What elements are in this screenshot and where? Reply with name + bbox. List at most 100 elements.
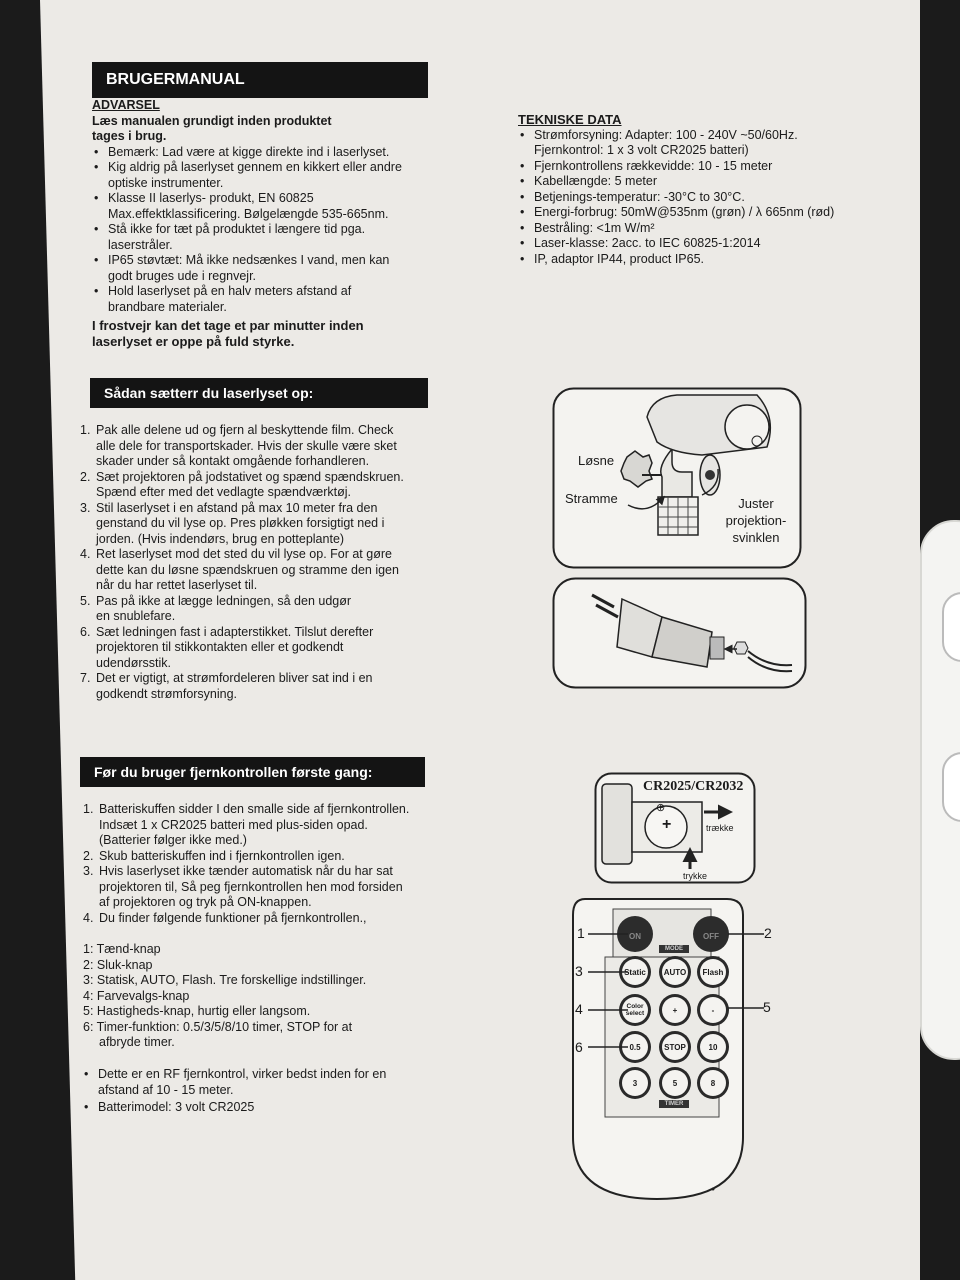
tech-item: Strømforsyning: Adapter: 100 - 240V ~50/… — [518, 128, 858, 159]
note-item: Dette er en RF fjernkontrol, virker beds… — [82, 1067, 442, 1098]
step-number: 7. — [80, 671, 91, 685]
tech-line: Kabellængde: 5 meter — [534, 174, 657, 188]
tech-item: Bestråling: <1m W/m² — [518, 221, 858, 237]
tech-line: Fjernkontrol: 1 x 3 volt CR2025 batteri) — [534, 143, 749, 157]
step-line: Sæt ledningen fast i adapterstikket. Til… — [96, 624, 374, 639]
step-line: når du har rettet laserlyset til. — [96, 578, 258, 592]
callout-number: 4 — [575, 1001, 583, 1017]
battery-circle-plus: ⊕ — [656, 802, 666, 814]
battery-plus: + — [662, 816, 672, 833]
step-line: udendørsstik. — [96, 655, 172, 670]
function-item: 3: Statisk, AUTO, Flash. Tre forskellige… — [83, 973, 367, 987]
callout-number: 5 — [763, 999, 771, 1015]
step-line: Du finder følgende funktioner på fjernko… — [99, 910, 367, 925]
remote-notes: Dette er en RF fjernkontrol, virker beds… — [82, 1067, 442, 1116]
step-number: 4. — [80, 547, 91, 561]
step-item: 3.Stil laserlyset i en afstand på max 10… — [80, 501, 440, 548]
callout-number: 1 — [577, 925, 585, 941]
note-line: afstand af 10 - 15 meter. — [98, 1082, 234, 1097]
mode-tag: MODE — [665, 946, 683, 952]
tech-heading: TEKNISKE DATA — [518, 112, 622, 127]
warning-line: optiske instrumenter. — [108, 175, 224, 190]
step-line: Batteriskuffen sidder I den smalle side … — [99, 802, 410, 816]
tech-line: Strømforsyning: Adapter: 100 - 240V ~50/… — [534, 127, 798, 142]
step-line: Ret laserlyset mod det sted du vil lyse … — [96, 547, 392, 561]
off-button: OFF — [703, 932, 719, 941]
step-item: 6. Sæt ledningen fast i adapterstikket. T… — [80, 625, 440, 672]
step-number: 6. — [80, 624, 91, 639]
remote-heading: Før du bruger fjernkontrollen første gan… — [80, 757, 425, 787]
step-number: 1. — [80, 423, 91, 437]
warning-line: Klasse II laserlys- produkt, EN 60825 — [108, 191, 314, 205]
warning-line: Kig aldrig på laserlyset gennem en kikke… — [108, 160, 402, 174]
warning-item: Bemærk: Lad være at kigge direkte ind i … — [92, 145, 422, 161]
function-item: 5: Hastigheds-knap, hurtig eller langsom… — [83, 1004, 311, 1018]
setup-heading: Sådan sætterr du laserlyset op: — [90, 378, 428, 408]
remote-button-label: Static — [624, 967, 646, 977]
step-line: Skub batteriskuffen ind i fjernkontrolle… — [99, 848, 345, 863]
adapter-illustration — [552, 577, 807, 689]
warning-line: brandbare materialer. — [108, 299, 227, 314]
step-line: dette kan du løsne spændskruen og stramm… — [96, 562, 399, 577]
step-line: projektoren til, Så peg fjernkontrollen … — [99, 879, 403, 894]
remote-button-label: 5 — [672, 1078, 678, 1088]
note-line: Dette er en RF fjernkontrol, virker beds… — [98, 1067, 387, 1081]
label-push: trykke — [683, 871, 708, 881]
warning-line: godt bruges ude i regnvejr. — [108, 268, 257, 283]
remote-button-label: 10 — [708, 1042, 718, 1052]
remote-steps: 1.Batteriskuffen sidder I den smalle sid… — [83, 802, 443, 926]
tech-item: IP, adaptor IP44, product IP65. — [518, 252, 858, 268]
note-line: Batterimodel: 3 volt CR2025 — [98, 1100, 255, 1114]
frost-warning: I frostvejr kan det tage et par minutter… — [92, 318, 364, 349]
remote-control-edge — [920, 520, 960, 1060]
warning-line: Hold laserlyset på en halv meters afstan… — [108, 284, 352, 298]
warning-item: Klasse II laserlys- produkt, EN 60825Max… — [92, 191, 422, 222]
step-line: Indsæt 1 x CR2025 batteri med plus-siden… — [99, 817, 368, 832]
step-line: Hvis laserlyset ikke tænder automatisk n… — [99, 864, 393, 878]
remote-callout-lines — [588, 933, 764, 1048]
step-line: Sæt projektoren på jodstativet og spænd … — [96, 469, 404, 484]
warning-line: laserstråler. — [108, 237, 173, 252]
tech-item: Energi-forbrug: 50mW@535nm (grøn) / λ 66… — [518, 205, 858, 221]
step-item: 1.Batteriskuffen sidder I den smalle sid… — [83, 802, 443, 849]
step-number: 5. — [80, 593, 91, 608]
tech-line: Fjernkontrollens rækkevidde: 10 - 15 met… — [534, 158, 773, 173]
battery-illustration — [594, 772, 756, 884]
step-line: (Batterier følger ikke med.) — [99, 833, 247, 847]
remote-edge-button — [942, 752, 960, 822]
step-line: alle dele for transportskader. Hvis der … — [96, 438, 397, 453]
warning-line: Max.effektklassificering. Bølgelængde 53… — [108, 206, 389, 221]
tech-line: Laser-klasse: 2acc. to IEC 60825-1:2014 — [534, 236, 761, 250]
label-tighten: Stramme — [565, 491, 618, 506]
step-item: 3.Hvis laserlyset ikke tænder automatisk… — [83, 864, 443, 911]
step-line: af projektoren og tryk på ON-knappen. — [99, 895, 312, 909]
step-line: Det er vigtigt, at strømfordeleren blive… — [96, 671, 373, 685]
label-loosen: Løsne — [578, 453, 615, 468]
warning-intro: Læs manualen grundigt inden produktet ta… — [92, 113, 332, 144]
tech-item: Betjenings-temperatur: -30°C to 30°C. — [518, 190, 858, 206]
warning-item: Hold laserlyset på en halv meters afstan… — [92, 284, 422, 315]
warning-list: Bemærk: Lad være at kigge direkte ind i … — [92, 145, 422, 316]
remote-button-label: Flash — [702, 967, 724, 977]
tech-list: Strømforsyning: Adapter: 100 - 240V ~50/… — [518, 128, 858, 268]
remote-edge-button — [942, 592, 960, 662]
remote-button-label: AUTO — [663, 967, 687, 977]
warning-item: Kig aldrig på laserlyset gennem en kikke… — [92, 160, 422, 191]
step-line: projektoren til stikkontakten eller et g… — [96, 640, 344, 654]
remote-button-label: STOP — [664, 1042, 686, 1052]
warning-line: Bemærk: Lad være at kigge direkte ind i … — [108, 144, 390, 159]
battery-title: CR2025/CR2032 — [643, 779, 744, 794]
step-item: 7. Det er vigtigt, at strømfordeleren bli… — [80, 671, 440, 702]
function-item-cont: afbryde timer. — [99, 1035, 175, 1049]
note-item: Batterimodel: 3 volt CR2025 — [82, 1100, 442, 1116]
step-line: Spænd efter med det vedlagte spændværktø… — [96, 485, 351, 499]
function-item: 2: Sluk-knap — [83, 957, 153, 972]
step-line: en snublefare. — [96, 609, 176, 623]
tech-item: Fjernkontrollens rækkevidde: 10 - 15 met… — [518, 159, 858, 175]
remote-button-label: - — [711, 1005, 715, 1015]
step-number: 3. — [80, 500, 91, 515]
function-item: 6: Timer-funktion: 0.5/3/5/8/10 timer, S… — [83, 1019, 353, 1034]
setup-steps: 1.Pak alle delene ud og fjern al beskytt… — [80, 423, 440, 702]
